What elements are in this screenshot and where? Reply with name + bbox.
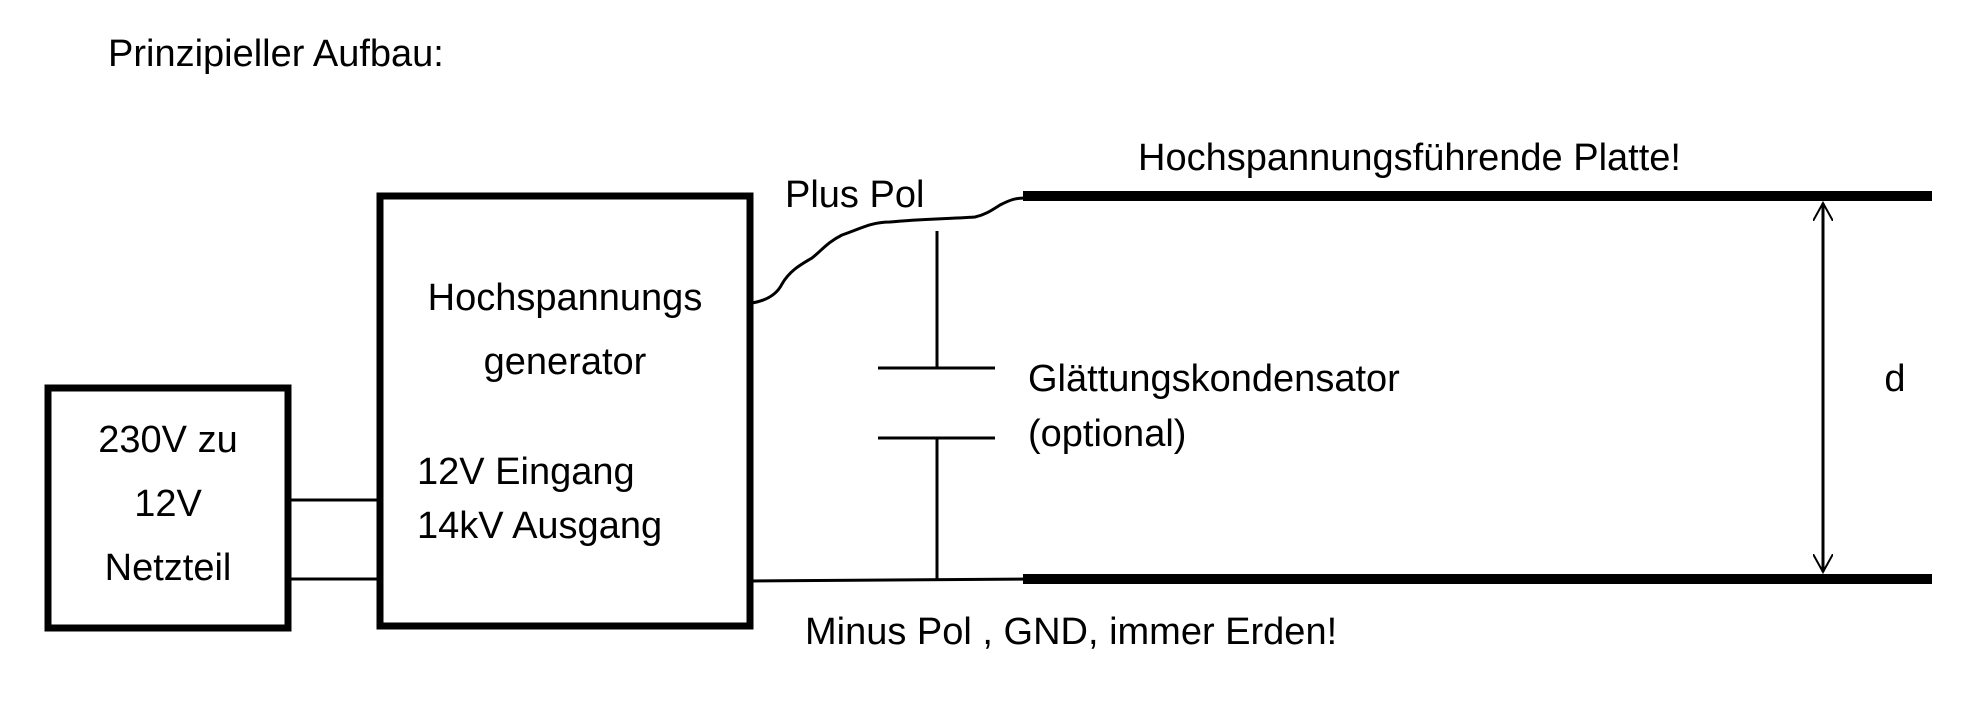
generator-label-line2: generator [484,341,647,383]
netzteil-label-line1: 230V zu [98,419,237,461]
generator-label-line1: Hochspannungs [428,277,703,319]
capacitor-label-line2: (optional) [1028,413,1186,455]
minus-pol-label: Minus Pol , GND, immer Erden! [805,611,1337,653]
generator-label-line3: 12V Eingang [417,451,635,493]
netzteil-label-line2: 12V [134,483,202,525]
minus-wire [749,577,1041,583]
netzteil-label-line3: Netzteil [105,547,232,589]
plus-pol-label: Plus Pol [785,174,924,216]
top-plate-label: Hochspannungsführende Platte! [1138,137,1681,179]
plus-wire [751,196,1040,305]
capacitor-label-line1: Glättungskondensator [1028,358,1400,400]
page-title: Prinzipieller Aufbau: [108,33,444,75]
distance-label: d [1884,358,1905,400]
generator-box [376,192,754,630]
netzteil-box [44,384,292,632]
generator-label-line4: 14kV Ausgang [417,505,662,547]
